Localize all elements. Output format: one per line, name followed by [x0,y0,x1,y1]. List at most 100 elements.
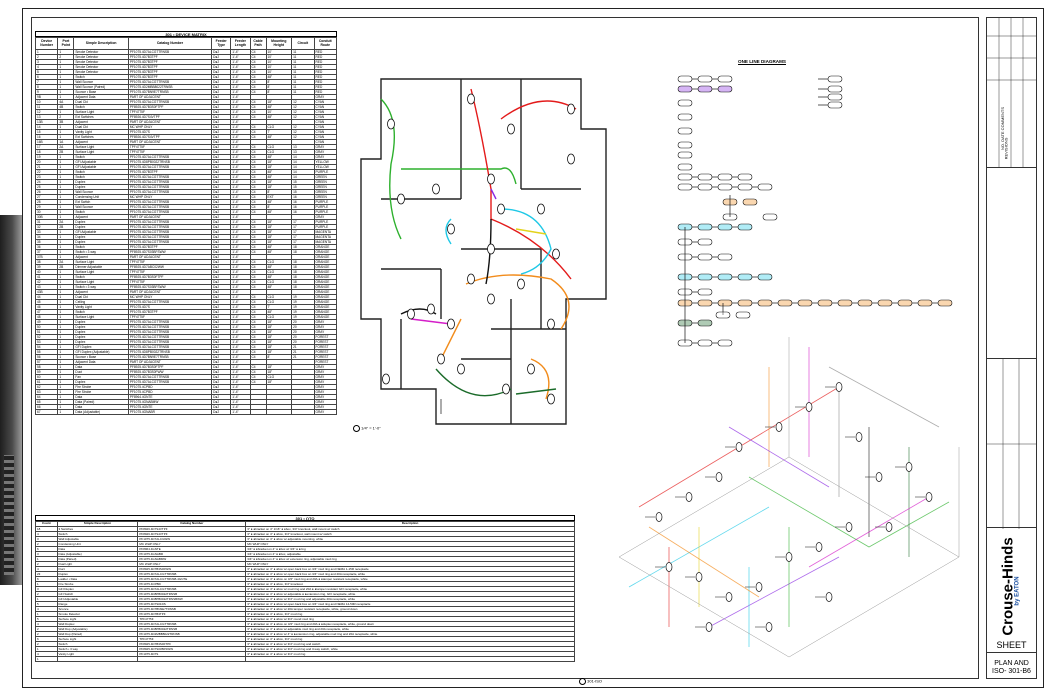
one-line-node [677,151,693,159]
plan-conduit [470,88,572,280]
one-line-node [717,85,733,93]
one-line-node [717,273,733,281]
iso-device-symbol [715,472,723,482]
one-line-node [717,173,733,181]
plan-device-symbol [547,318,555,330]
one-line-node [697,173,713,181]
matrix-cell [265,409,293,415]
plan-device-symbol [487,293,495,305]
one-line-node [717,339,733,347]
plan-device-symbol [527,363,535,375]
plan-device-symbol [467,93,475,105]
one-line-node [697,299,713,307]
plan-device-symbol [387,118,395,130]
one-line-node [735,311,751,319]
iso-device-symbol [925,492,933,502]
iso-device-symbol [845,522,853,532]
one-line-node [757,183,773,191]
one-line-node [697,319,713,327]
qto-cell: 1 [35,656,58,662]
one-line-node [697,75,713,83]
qto-cell [56,656,139,662]
one-line-node [697,253,713,261]
one-line-node [817,299,833,307]
sheet-number: PLAN AND ISO- 301-B6 [992,660,1031,675]
plan-device-symbol [467,273,475,285]
iso-device-symbol [875,472,883,482]
iso-device-symbol [705,622,713,632]
iso-conduit [828,366,940,428]
plan-conduit [515,228,547,235]
matrix-header-cell: Device Number [34,37,59,50]
iso-conduit [728,426,830,488]
one-line-node [837,299,853,307]
iso-device-symbol [805,402,813,412]
one-line-node [937,299,953,307]
one-line-node [737,299,753,307]
matrix-header-cell: Circuit [291,37,315,50]
matrix-header-cell: Conduit Route [313,37,338,50]
qto-cell [137,656,247,662]
one-line-node [677,127,693,135]
matrix-cell: 1'-4" [230,409,251,415]
one-line-node [857,299,873,307]
plan-conduit [401,167,517,185]
one-line-node [717,75,733,83]
plan-scale-label: 1/4" = 1'-0" [353,425,381,432]
isometric-drawing [618,337,960,658]
one-line-node [757,273,773,281]
plan-device-symbol [487,173,495,185]
matrix-header-cell: Feeder Type [211,37,232,50]
plan-device-symbol [382,373,390,385]
matrix-cell: Data (Adjustable) [73,409,129,415]
one-line-node [677,163,693,171]
one-line-node [677,85,693,93]
one-line-node [717,223,733,231]
iso-device-symbol [885,522,893,532]
plan-conduit [490,188,497,200]
plan-wall [360,78,607,425]
plan-device-symbol [567,153,575,165]
crouse-hinds-logo: Crouse-Hinds by EATON [999,537,1021,636]
one-line-node [737,273,753,281]
plan-device-symbol [407,308,415,320]
iso-device-symbol [765,622,773,632]
plan-conduit [515,388,557,395]
plan-conduit [445,218,452,245]
iso-device-symbol [655,512,663,522]
one-line-node [677,141,693,149]
plan-device-symbol [552,248,560,260]
plan-device-symbol [502,383,510,395]
matrix-cell: 1 [57,409,75,415]
one-line-node [697,223,713,231]
qto-row: 1 [35,656,575,662]
plan-conduit [380,98,402,240]
iso-device-symbol [665,562,673,572]
one-line-node [742,198,758,206]
matrix-cell: D●2 [211,409,232,415]
one-line-node [677,113,693,121]
device-matrix-title: 301 • DEVICE MATRIX [35,31,337,37]
plan-device-symbol [487,243,495,255]
one-line-node [697,273,713,281]
floor-plan-drawing [360,78,607,425]
matrix-header-cell: Feeder Length [230,37,251,50]
iso-conduit [708,556,840,628]
matrix-header-cell: Cable Path [249,37,267,50]
one-line-node [717,253,733,261]
one-line-node [715,311,731,319]
one-line-diagrams-title: ONE LINE DIAGRAMS [738,59,786,64]
one-line-node [677,173,693,181]
plan-device-symbol [497,203,505,215]
one-line-node [877,299,893,307]
iso-device-symbol [775,422,783,432]
